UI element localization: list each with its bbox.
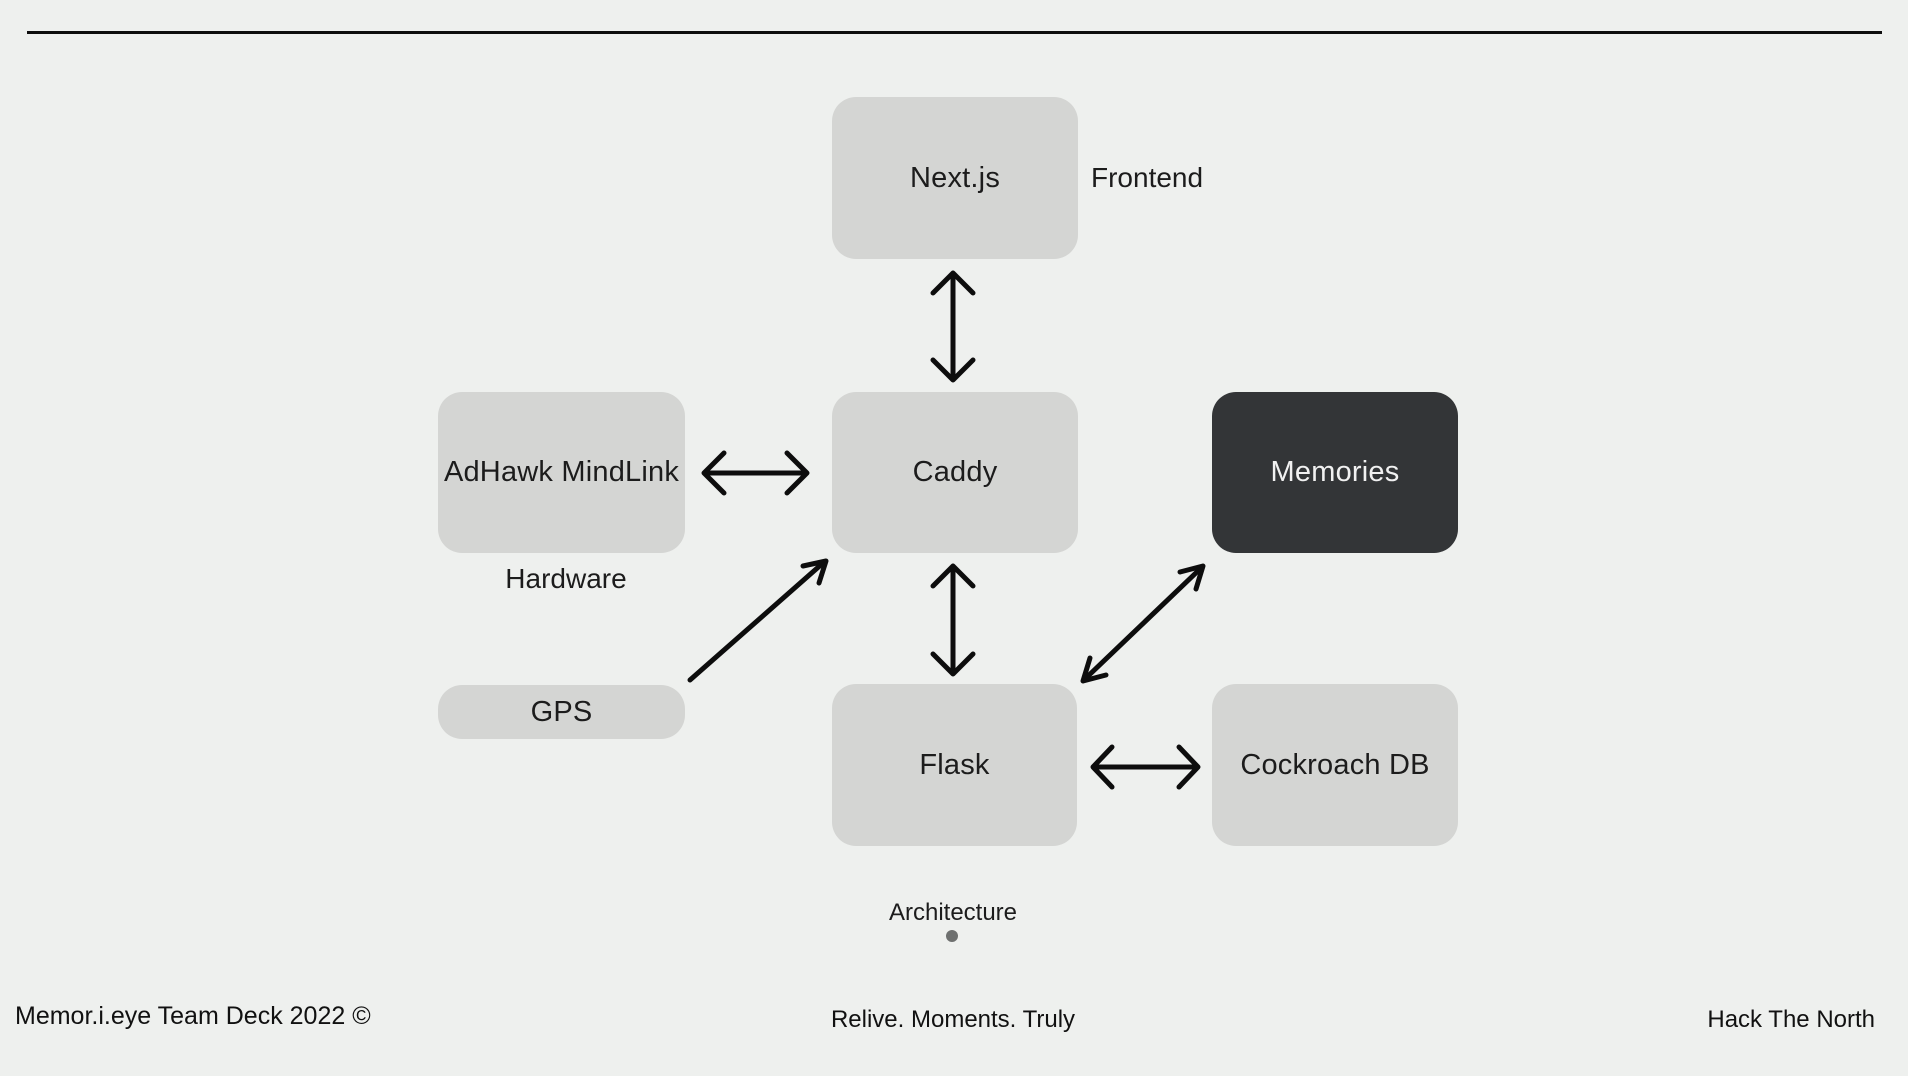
node-memories: Memories	[1212, 392, 1458, 553]
arrow-adhawk-caddy	[701, 450, 810, 496]
footer-event-name: Hack The North	[1707, 1006, 1875, 1033]
node-caddy-label: Caddy	[912, 456, 998, 488]
footer-deck-title: Memor.i.eye Team Deck 2022 ©	[15, 1002, 371, 1030]
node-flask: Flask	[832, 684, 1077, 846]
node-flask-label: Flask	[919, 748, 990, 781]
node-adhawk-mindlink: AdHawk MindLink	[438, 392, 685, 553]
node-cockroach-label: Cockroach DB	[1240, 748, 1430, 781]
node-cockroach-db: Cockroach DB	[1212, 684, 1458, 846]
arrow-gps-caddy	[687, 558, 829, 683]
node-gps-label: GPS	[530, 695, 593, 728]
node-memories-label: Memories	[1270, 456, 1400, 488]
top-rule	[27, 31, 1882, 34]
node-nextjs: Next.js	[832, 97, 1078, 259]
slide-caption: Architecture	[888, 899, 1018, 926]
arrow-flask-memories	[1080, 563, 1206, 684]
arrow-flask-cockroach	[1090, 744, 1201, 790]
node-gps: GPS	[438, 685, 685, 739]
arrow-nextjs-caddy	[930, 270, 976, 383]
node-caddy: Caddy	[832, 392, 1078, 553]
arrow-caddy-flask	[930, 563, 976, 677]
page-indicator-dot[interactable]	[946, 930, 958, 942]
node-nextjs-label: Next.js	[909, 161, 1001, 194]
footer-tagline: Relive. Moments. Truly	[830, 1006, 1076, 1033]
node-adhawk-label: AdHawk MindLink	[443, 456, 680, 488]
annotation-hardware: Hardware	[505, 563, 627, 594]
annotation-frontend: Frontend	[1091, 162, 1204, 193]
